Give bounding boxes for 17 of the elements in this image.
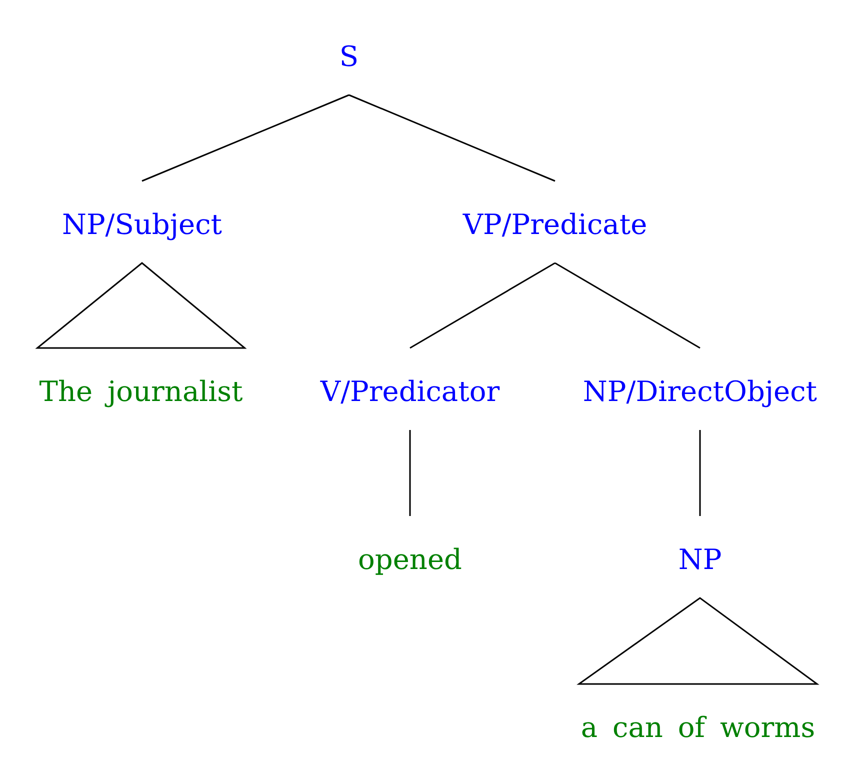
branch-line bbox=[410, 262, 556, 349]
category-label: NP bbox=[678, 543, 722, 577]
branch-line bbox=[699, 430, 701, 516]
terminal-word: The journalist bbox=[39, 375, 243, 409]
branch-line bbox=[142, 94, 350, 182]
category-label: NP/Subject bbox=[62, 208, 222, 242]
category-label: VP/Predicate bbox=[462, 208, 648, 242]
terminal-word: a can of worms bbox=[580, 711, 816, 745]
terminal-word: opened bbox=[358, 543, 462, 577]
branch-line bbox=[348, 94, 556, 182]
category-label: V/Predicator bbox=[320, 375, 500, 409]
roof-triangle bbox=[576, 597, 820, 685]
category-label: S bbox=[339, 40, 359, 74]
branch-line bbox=[554, 262, 700, 349]
category-label: NP/DirectObject bbox=[582, 375, 818, 409]
branch-line bbox=[409, 430, 411, 516]
roof-triangle bbox=[35, 262, 247, 349]
